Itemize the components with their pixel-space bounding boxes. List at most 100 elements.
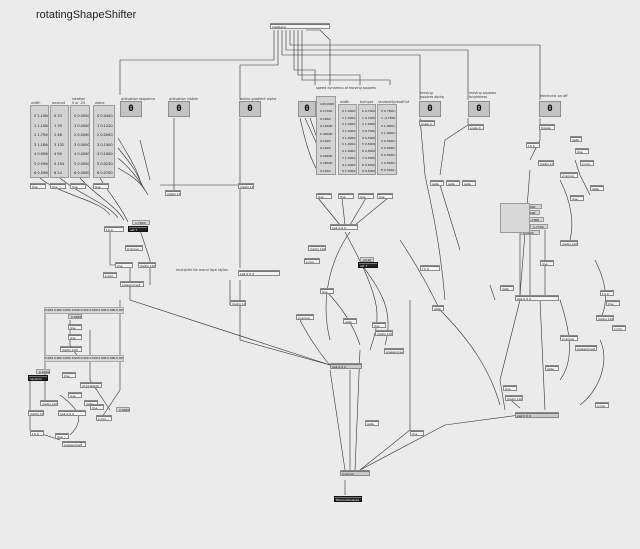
panel-obj-4[interactable]: line bbox=[62, 372, 76, 378]
panel-obj-11[interactable]: t b b bbox=[30, 430, 44, 436]
table-random-spread[interactable]: 0 0.7500 s 1 -0.7500 s 2 1.0000 s 3 1.00… bbox=[377, 104, 397, 175]
center-obj-l[interactable]: gate bbox=[365, 420, 379, 426]
center-obj-f[interactable]: line bbox=[372, 322, 386, 328]
panel-dark-object[interactable]: random bbox=[28, 375, 48, 381]
center-obj-c[interactable]: line bbox=[320, 288, 334, 294]
right-obj-4[interactable]: line bbox=[575, 148, 589, 154]
value-strip-bottom[interactable]: 0.000 0.000 0.000 0.000 0.000 0.000 0.00… bbox=[44, 355, 124, 362]
left-table-output-2[interactable]: line bbox=[50, 183, 66, 189]
center-obj-g[interactable]: metro 100 bbox=[375, 330, 393, 336]
right-value-4[interactable]: 1.7700 bbox=[530, 224, 548, 229]
center-output-2[interactable]: line bbox=[338, 193, 354, 199]
right-obj-6[interactable]: zl group bbox=[560, 172, 578, 178]
center-obj-a[interactable]: metro 100 bbox=[308, 245, 326, 251]
panel-obj-12[interactable]: line bbox=[55, 433, 69, 439]
center-output-4[interactable]: line bbox=[377, 193, 393, 199]
left-trigger-object[interactable]: t b b bbox=[104, 226, 124, 232]
electronic-toggle-object[interactable]: toggle bbox=[539, 124, 555, 130]
table-width[interactable]: 0 1.1500 s 1 1.1500 s 2 1.7500 s 3 1.180… bbox=[30, 105, 49, 178]
left-metro-object[interactable]: metro 100 bbox=[138, 262, 156, 268]
right-obj-16[interactable]: zl group bbox=[560, 335, 578, 341]
value-strip-top[interactable]: 0.000 0.000 0.000 0.000 0.000 0.000 0.00… bbox=[44, 307, 124, 314]
center-output-1[interactable]: line bbox=[316, 193, 332, 199]
center-dark-object[interactable]: uzi 7 bbox=[358, 262, 378, 268]
activation-object[interactable]: metro 100 bbox=[165, 190, 181, 196]
center-obj-j[interactable]: gate bbox=[432, 305, 444, 311]
panel-obj-9[interactable]: pak 0 0 0 bbox=[58, 410, 86, 416]
center-output-3[interactable]: line bbox=[358, 193, 374, 199]
right-obj-7[interactable]: gate bbox=[590, 185, 604, 191]
multiplier-object[interactable]: pak 0 0 0 bbox=[238, 270, 280, 276]
right-obj-8[interactable]: line bbox=[570, 195, 584, 201]
left-table-output-3[interactable]: line bbox=[70, 183, 86, 189]
moving-obj-2[interactable]: gate bbox=[446, 180, 460, 186]
center-obj-h[interactable]: prepend set bbox=[384, 348, 404, 354]
right-obj-18[interactable]: gate bbox=[545, 365, 559, 371]
online-gradient-alpha-numberbox[interactable]: 0 bbox=[239, 101, 261, 117]
panel-obj-3[interactable]: metro 100 bbox=[60, 346, 82, 352]
speed-dynamics-numberbox[interactable]: 0 bbox=[298, 101, 316, 117]
right-obj-3[interactable]: gate bbox=[570, 136, 582, 142]
table-rotation[interactable]: 0 0.0000 s 1 0.0000 s 2 0.0000 s 3 0.000… bbox=[70, 105, 90, 178]
center-mix-object[interactable]: pak 0 0 0 bbox=[330, 363, 362, 369]
right-obj-17[interactable]: prepend set bbox=[575, 345, 597, 351]
center-obj-e[interactable]: gate bbox=[343, 318, 357, 324]
right-obj-15[interactable]: s mix bbox=[612, 325, 626, 331]
panel-number[interactable]: 0.0000 bbox=[36, 369, 50, 374]
loadbang-object[interactable]: loadbang bbox=[270, 23, 330, 29]
panel-obj-5[interactable]: jit.gl.sketch bbox=[80, 382, 102, 388]
center-obj-k[interactable]: line bbox=[410, 430, 424, 436]
left-dark-object[interactable]: uzi 7 bbox=[128, 226, 148, 232]
right-obj-10[interactable]: line bbox=[540, 260, 554, 266]
table-alpha[interactable]: 0 0.0440 s 1 0.1220 s 2 0.2000 s 3 0.100… bbox=[93, 105, 115, 178]
right-obj-12[interactable]: t b b bbox=[600, 290, 614, 296]
right-obj-20[interactable]: metro 100 bbox=[505, 395, 523, 401]
alpha-scale-object[interactable]: scale 0. 1. bbox=[419, 120, 435, 126]
right-collector[interactable]: pak 0 0 0 bbox=[515, 295, 559, 301]
center-obj-d[interactable]: zl group bbox=[296, 314, 314, 320]
electronic-on-off-numberbox[interactable]: 0 bbox=[539, 101, 561, 117]
left-route-object[interactable]: zl group bbox=[125, 245, 143, 251]
bottom-left-obj-2[interactable]: metro 100 bbox=[28, 410, 44, 416]
moving-obj-3[interactable]: gate bbox=[462, 180, 476, 186]
multiplier-metro[interactable]: metro 100 bbox=[230, 300, 246, 306]
right-obj-9[interactable]: metro 100 bbox=[560, 240, 578, 246]
left-send-object[interactable]: s mix bbox=[103, 272, 117, 278]
panel-obj-2[interactable]: line bbox=[68, 334, 82, 340]
table-amount[interactable]: 0 33 1 39 2 46 3 132 4 90 5 154 6 24 bbox=[50, 105, 69, 178]
center-obj-b[interactable]: s mix bbox=[304, 258, 320, 264]
center-obj-i[interactable]: t b b bbox=[420, 265, 440, 271]
panel-obj-7[interactable]: metro 100 bbox=[40, 400, 58, 406]
panel-obj-6[interactable]: line bbox=[68, 392, 82, 398]
activation-visible-numberbox[interactable]: 0 bbox=[168, 101, 190, 117]
right-obj-11[interactable]: gate bbox=[500, 285, 514, 291]
panel-obj-13[interactable]: prepend set bbox=[62, 441, 86, 447]
table-speed-first[interactable]: 100.0000 0.17000 0.1800 0.10000 0.40000 … bbox=[316, 96, 336, 175]
activation-sequence-numberbox[interactable]: 0 bbox=[120, 101, 142, 117]
brightness-scale-object[interactable]: scale 0. 1. bbox=[468, 124, 484, 130]
value-strip-number[interactable]: 0.0000 bbox=[68, 314, 82, 319]
right-obj-14[interactable]: metro 100 bbox=[596, 315, 614, 321]
left-table-output-1[interactable]: line bbox=[30, 183, 46, 189]
table-bumper[interactable]: 0 0.7000 s 1 0.7000 s 2 1.0000 s 3 0.700… bbox=[358, 104, 376, 175]
right-obj-21[interactable]: s mix bbox=[595, 402, 609, 408]
table-width-2[interactable]: 0 1.0000 1 1.0000 2 1.0000 3 1.0000 4 1.… bbox=[338, 104, 357, 175]
moving-squares-output[interactable]: MovingSquares bbox=[334, 496, 362, 502]
moving-squares-brightness-numberbox[interactable]: 0 bbox=[468, 101, 490, 117]
left-table-output-4[interactable]: line bbox=[93, 183, 109, 189]
moving-squares-alpha-numberbox[interactable]: 0 bbox=[419, 101, 441, 117]
center-collect-object[interactable]: zl group bbox=[340, 470, 370, 476]
right-obj-19[interactable]: line bbox=[503, 385, 517, 391]
right-obj-2[interactable]: metro 100 bbox=[538, 160, 554, 166]
left-prepend-object[interactable]: prepend set bbox=[120, 281, 144, 287]
right-obj-5[interactable]: s mix bbox=[580, 160, 594, 166]
moving-obj-1[interactable]: gate bbox=[430, 180, 444, 186]
panel-obj-1[interactable]: line bbox=[68, 324, 82, 330]
center-pack-object[interactable]: pak 0 0 0 bbox=[330, 224, 358, 230]
panel-obj-10[interactable]: s mix bbox=[96, 415, 112, 421]
small-value-1[interactable]: 1.7000 bbox=[132, 220, 150, 225]
panel-number-2[interactable]: 0.0000 bbox=[116, 407, 130, 412]
right-obj-13[interactable]: line bbox=[606, 300, 620, 306]
right-obj-1[interactable]: t b b bbox=[526, 142, 540, 148]
